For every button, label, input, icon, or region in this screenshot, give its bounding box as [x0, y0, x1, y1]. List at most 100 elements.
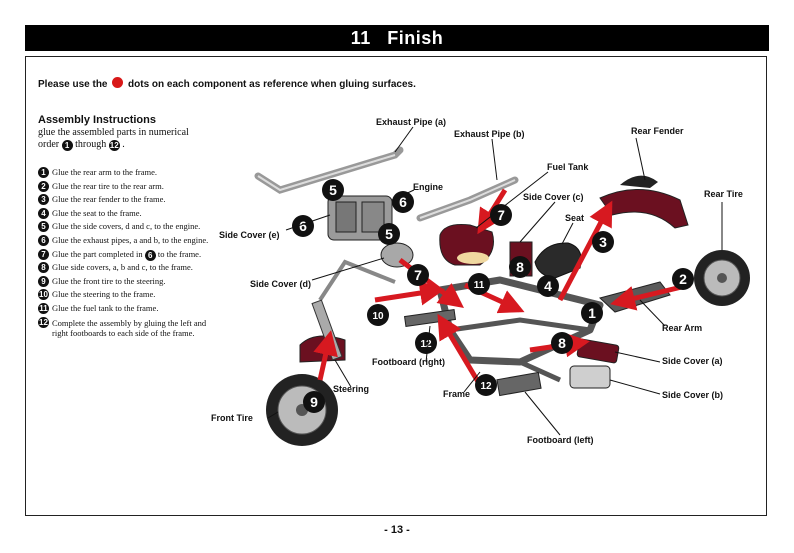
- leader-lines: [267, 126, 723, 436]
- red-dot-icon: [112, 77, 124, 88]
- step-marker: 6: [392, 191, 414, 213]
- step-number-badge: 10: [38, 289, 49, 301]
- step-number-badge: 1: [38, 167, 49, 178]
- label-rear-fender: Rear Fender: [631, 126, 684, 136]
- assembly-title: Assembly Instructions: [38, 114, 156, 126]
- label-side-cover-e: Side Cover (e): [219, 230, 280, 240]
- label-footboard-right: Footboard (right): [372, 357, 445, 367]
- svg-text:6: 6: [299, 218, 307, 234]
- label-steering: Steering: [333, 384, 369, 394]
- step-marker: 8: [551, 332, 573, 354]
- exploded-motorcycle-diagram: 5 6 6 5 7 7 8 11 4 3 2 1 10 12 8 12 9: [211, 117, 750, 446]
- label-side-cover-d: Side Cover (d): [250, 279, 311, 289]
- step-marker: 4: [537, 275, 559, 297]
- label-rear-arm: Rear Arm: [662, 323, 702, 333]
- step-marker: 8: [509, 256, 531, 278]
- label-exhaust-pipe-a: Exhaust Pipe (a): [376, 117, 446, 127]
- exhaust-pipe-a: [254, 146, 404, 194]
- step-number-badge: 6: [144, 249, 156, 261]
- assembly-intro: glue the assembled parts in numerical or…: [38, 127, 189, 151]
- page-number: - 13 -: [384, 524, 410, 536]
- step-number-badge: 8: [38, 262, 49, 274]
- svg-text:12: 12: [480, 381, 492, 392]
- svg-text:4: 4: [544, 278, 552, 294]
- front-tire-part: [266, 374, 338, 446]
- label-footboard-left: Footboard (left): [527, 435, 594, 445]
- step-number-badge: 4: [38, 207, 49, 219]
- label-seat: Seat: [565, 213, 584, 223]
- svg-text:3: 3: [599, 234, 607, 250]
- step-marker: 9: [303, 391, 325, 413]
- section-header: 11 Finish: [25, 25, 769, 51]
- label-exhaust-pipe-b: Exhaust Pipe (b): [454, 129, 525, 139]
- step-marker: 7: [407, 264, 429, 286]
- step-marker: 12: [475, 374, 497, 396]
- label-side-cover-c: Side Cover (c): [523, 192, 584, 202]
- step-number-badge: 11: [38, 302, 49, 314]
- svg-text:2: 2: [679, 271, 687, 287]
- svg-text:11: 11: [474, 280, 485, 291]
- exhaust-pipe-b: [416, 176, 519, 222]
- step-markers: 5 6 6 5 7 7 8 11 4 3 2 1 10 12 8 12 9: [292, 179, 694, 413]
- footboard-left-part: [496, 371, 542, 397]
- step-marker: 2: [672, 268, 694, 290]
- part-labels: Exhaust Pipe (a) Exhaust Pipe (b) Rear F…: [211, 117, 743, 445]
- step-number-badge: 1: [61, 140, 73, 151]
- glue-note: Please use the dots on each component as…: [38, 77, 416, 90]
- step-number-badge: 7: [38, 248, 49, 260]
- svg-text:9: 9: [310, 394, 318, 410]
- seat-part: [534, 242, 582, 279]
- svg-text:7: 7: [414, 267, 422, 283]
- step-number-badge: 2: [38, 180, 49, 192]
- svg-text:1: 1: [588, 305, 596, 321]
- svg-text:12: 12: [420, 339, 432, 350]
- svg-text:6: 6: [399, 194, 407, 210]
- step-marker: 7: [490, 204, 512, 226]
- side-cover-b-part: [569, 365, 611, 389]
- step-number-badge: 12: [108, 140, 120, 151]
- step-number-badge: 5: [38, 221, 49, 233]
- svg-text:10: 10: [372, 311, 384, 322]
- step-number-badge: 6: [38, 234, 49, 246]
- label-rear-tire: Rear Tire: [704, 189, 743, 199]
- label-front-tire: Front Tire: [211, 413, 253, 423]
- svg-text:8: 8: [558, 335, 566, 351]
- content-frame: [25, 56, 767, 516]
- label-side-cover-b: Side Cover (b): [662, 390, 723, 400]
- step-marker: 6: [292, 215, 314, 237]
- rear-fender-part: [599, 175, 689, 229]
- svg-text:5: 5: [329, 182, 337, 198]
- rear-tire-part: [694, 250, 750, 306]
- label-side-cover-a: Side Cover (a): [662, 356, 723, 366]
- step-marker: 1: [581, 302, 603, 324]
- label-frame: Frame: [443, 389, 470, 399]
- svg-text:8: 8: [516, 259, 524, 275]
- step-marker: 12: [415, 332, 437, 354]
- step-marker: 3: [592, 231, 614, 253]
- step-number-badge: 9: [38, 275, 49, 287]
- step-marker: 11: [468, 273, 490, 295]
- label-fuel-tank: Fuel Tank: [547, 162, 589, 172]
- step-marker: 5: [322, 179, 344, 201]
- label-engine: Engine: [413, 182, 443, 192]
- section-title: 11 Finish: [350, 28, 444, 48]
- step-number-badge: 3: [38, 194, 49, 206]
- fuel-tank-part: [439, 224, 494, 266]
- frame-part: [436, 276, 604, 383]
- step-number-badge: 12: [38, 316, 49, 328]
- svg-text:7: 7: [497, 207, 505, 223]
- svg-text:5: 5: [385, 226, 393, 242]
